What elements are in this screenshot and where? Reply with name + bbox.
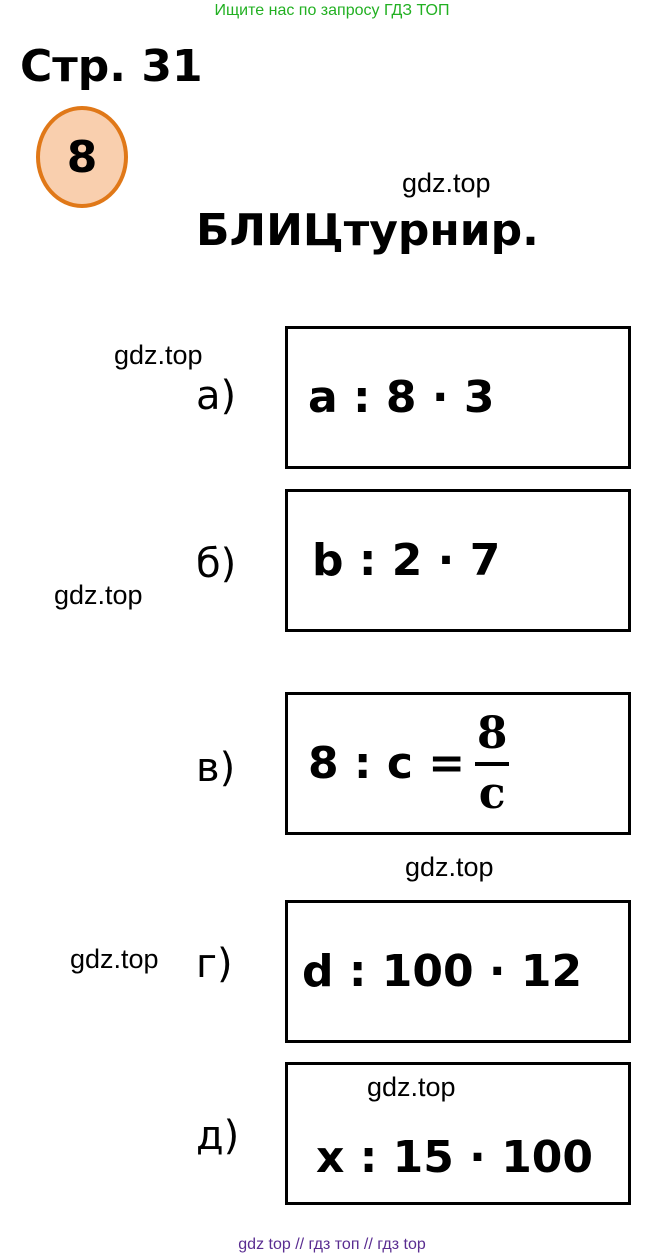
heading: БЛИЦтурнир. (196, 205, 539, 256)
expression: a : 8 · 3 (308, 371, 495, 423)
item-label: б) (196, 541, 237, 587)
fraction-numerator: 8 (476, 707, 508, 759)
watermark: gdz.top (405, 852, 494, 882)
expression-box: 8 : c = 8 c (285, 692, 631, 835)
fraction-denominator: c (478, 767, 506, 819)
item-label: г) (196, 941, 233, 987)
expression-box: b : 2 · 7 (285, 489, 631, 632)
expression: b : 2 · 7 (312, 534, 501, 586)
task-number-badge: 8 (36, 106, 128, 208)
expression-box: a : 8 · 3 (285, 326, 631, 469)
expression-box: x : 15 · 100 (285, 1062, 631, 1205)
fraction-bar (475, 761, 510, 766)
expression: 8 : c = (308, 737, 466, 789)
watermark: gdz.top (402, 168, 491, 198)
expression-box: d : 100 · 12 (285, 900, 631, 1043)
item-label: а) (196, 373, 237, 419)
watermark: gdz.top (367, 1072, 456, 1102)
task-number: 8 (66, 131, 98, 183)
watermark: gdz.top (114, 340, 203, 370)
item-label: д) (196, 1113, 240, 1159)
item-label: в) (196, 745, 236, 791)
expression: x : 15 · 100 (316, 1132, 594, 1183)
top-note: Ищите нас по запросу ГДЗ ТОП (214, 2, 450, 19)
watermark: gdz.top (70, 944, 159, 974)
expression: d : 100 · 12 (302, 945, 583, 997)
footer: gdz top // гдз топ // гдз top (238, 1236, 426, 1253)
page-title: Стр. 31 (20, 41, 203, 92)
watermark: gdz.top (54, 580, 143, 610)
fraction: 8 c (475, 707, 510, 819)
